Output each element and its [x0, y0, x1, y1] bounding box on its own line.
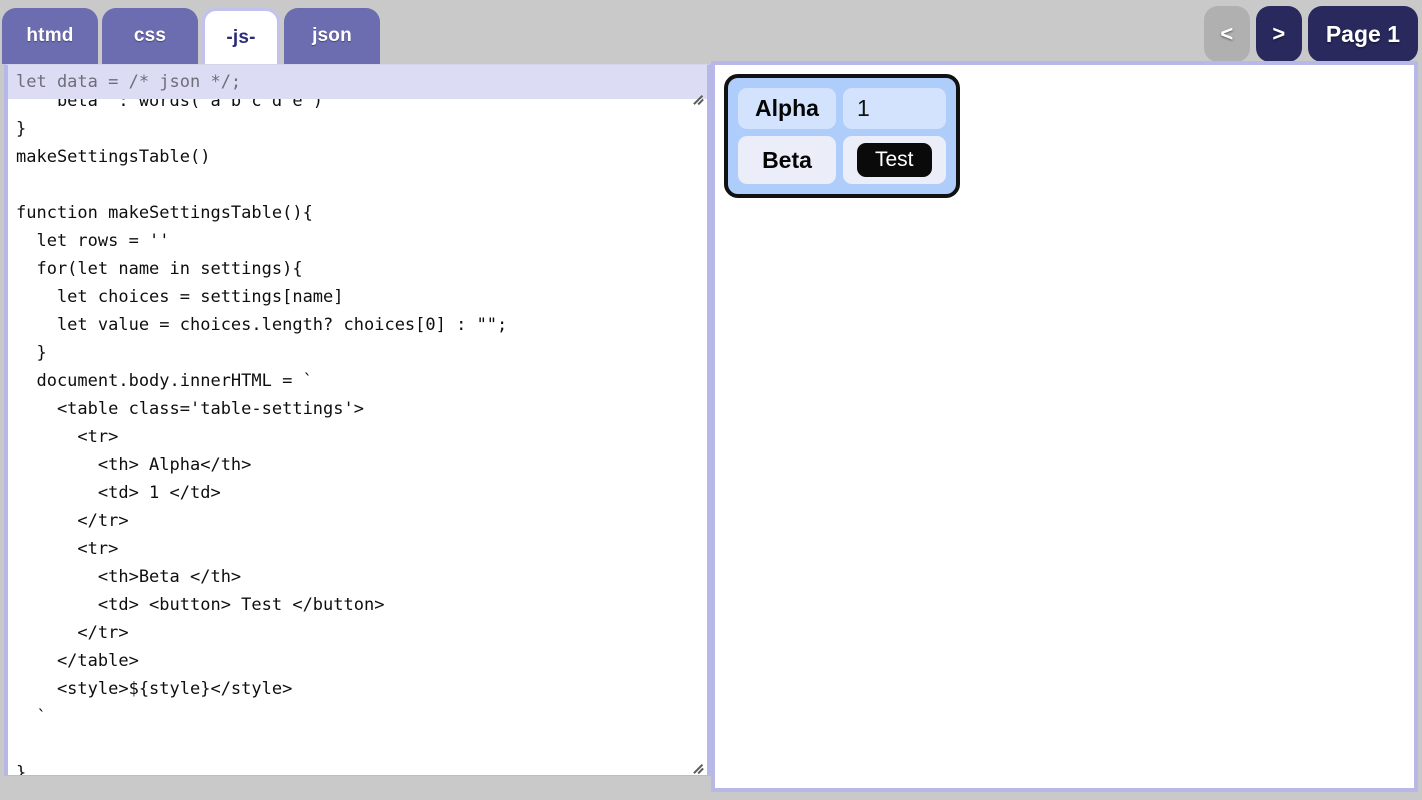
- navigation-buttons: < > Page 1: [1203, 6, 1418, 64]
- test-button[interactable]: Test: [857, 143, 932, 177]
- tab-json[interactable]: json: [284, 8, 380, 64]
- next-page-button[interactable]: >: [1255, 6, 1302, 62]
- settings-row-value-alpha: 1: [843, 88, 946, 129]
- page-indicator-label: Page 1: [1325, 20, 1400, 47]
- tab-css-label: css: [133, 25, 167, 46]
- tab-js[interactable]: -js-: [202, 8, 280, 64]
- settings-table-body: Alpha 1 Beta Test: [738, 88, 946, 184]
- table-row: Alpha 1: [738, 88, 946, 129]
- settings-row-header-beta: Beta: [738, 136, 836, 184]
- settings-row-header-alpha: Alpha: [738, 88, 836, 129]
- tab-htmd-label: htmd: [26, 25, 74, 46]
- previous-page-button[interactable]: <: [1203, 6, 1250, 62]
- settings-table-container: Alpha 1 Beta Test: [724, 74, 960, 198]
- tab-strip: htmd css -js- json: [0, 8, 380, 64]
- settings-table: Alpha 1 Beta Test: [724, 74, 960, 198]
- code-editor-textarea[interactable]: 'beta' : words('a b c d e') } makeSettin…: [16, 91, 508, 775]
- code-editor-pane: 'beta' : words('a b c d e') } makeSettin…: [4, 64, 711, 776]
- tab-js-label: -js-: [226, 26, 256, 48]
- tab-htmd[interactable]: htmd: [2, 8, 98, 64]
- top-bar: htmd css -js- json < > Page 1: [0, 0, 1422, 64]
- table-row: Beta Test: [738, 136, 946, 184]
- chevron-left-icon: <: [1220, 21, 1234, 46]
- sticky-first-line[interactable]: let data = /* json */;: [8, 65, 707, 99]
- page-indicator-button[interactable]: Page 1: [1307, 6, 1418, 62]
- tab-json-label: json: [312, 25, 352, 46]
- tab-css[interactable]: css: [102, 8, 198, 64]
- settings-row-value-beta: Test: [843, 136, 946, 184]
- chevron-right-icon: >: [1272, 21, 1286, 46]
- preview-pane: Alpha 1 Beta Test: [711, 61, 1418, 792]
